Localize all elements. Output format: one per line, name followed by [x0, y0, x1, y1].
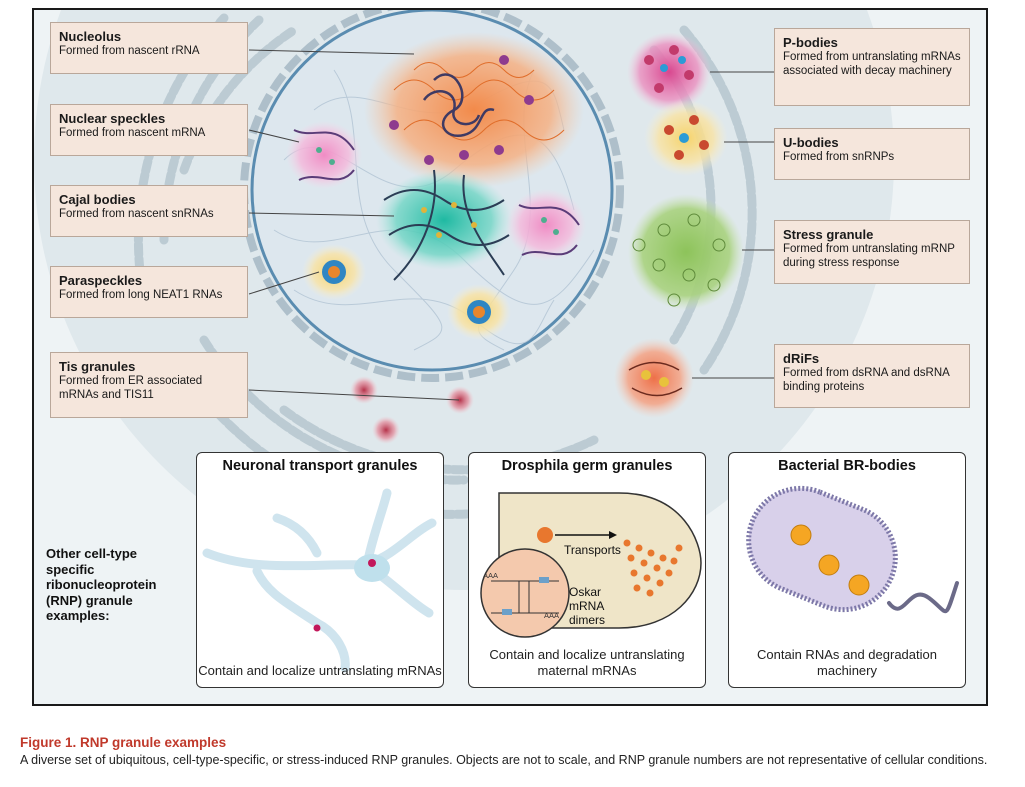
other-granules-label: Other cell-type specific ribonucleoprote… [46, 546, 157, 623]
drif-granule [614, 338, 694, 418]
label-stress-granule: Stress granule Formed from untranslating… [774, 220, 970, 284]
caption-title: Figure 1. RNP granule examples [20, 735, 227, 750]
label-paraspeckles: Paraspeckles Formed from long NEAT1 RNAs [50, 266, 248, 318]
paraspeckle-granule [302, 244, 511, 340]
label-desc: Formed from nascent mRNA [59, 127, 206, 139]
neuron-illustration [202, 488, 437, 673]
panel-title: Bacterial BR-bodies [778, 458, 916, 474]
oocyte-illustration: AAA AAA [480, 492, 702, 638]
label-desc: Formed from untranslating mRNP during st… [783, 243, 955, 269]
label-desc: Formed from nascent snRNAs [59, 208, 214, 220]
label-title: dRiFs [783, 351, 820, 366]
oskar-label: Oskar mRNA dimers [569, 585, 606, 627]
bacterium-illustration [746, 485, 959, 614]
label-tis-granules: Tis granules Formed from ER associated m… [50, 352, 248, 418]
label-drifs: dRiFs Formed from dsRNA and dsRNA bindin… [774, 344, 970, 408]
aaa-label: AAA [483, 571, 498, 580]
label-u-bodies: U-bodies Formed from snRNPs [774, 128, 970, 180]
label-desc: Formed from ER associated mRNAs and TIS1… [59, 375, 203, 401]
label-title: Paraspeckles [59, 273, 143, 288]
panel-desc: Contain RNAs and degradation machinery [757, 647, 937, 678]
label-title: P-bodies [783, 35, 838, 50]
stress-granule [628, 194, 744, 310]
label-nuclear-speckles: Nuclear speckles Formed from nascent mRN… [50, 104, 248, 156]
u-body-granule [644, 100, 728, 176]
aaa-label: AAA [544, 611, 559, 620]
label-desc: Formed from snRNPs [783, 151, 895, 163]
panel-neuronal-transport: Neuronal transport granules Contain and … [196, 452, 444, 688]
label-desc: Formed from dsRNA and dsRNA binding prot… [783, 367, 950, 393]
tis-granule [350, 376, 474, 444]
p-body-granule [627, 32, 711, 112]
panel-title: Neuronal transport granules [222, 458, 418, 474]
label-title: Tis granules [59, 359, 136, 374]
figure-frame: Nucleolus Formed from nascent rRNA Nucle… [32, 8, 988, 706]
cajal-body-granule [376, 169, 512, 281]
panel-desc: Contain and localize untranslating mater… [489, 647, 685, 678]
nuclear-speckle-granule [286, 121, 586, 261]
label-desc: Formed from nascent rRNA [59, 45, 200, 57]
label-title: Stress granule [783, 227, 874, 242]
label-p-bodies: P-bodies Formed from untranslating mRNAs… [774, 28, 970, 106]
label-nucleolus: Nucleolus Formed from nascent rRNA [50, 22, 248, 74]
caption-text: A diverse set of ubiquitous, cell-type-s… [20, 753, 988, 767]
label-title: U-bodies [783, 135, 839, 150]
label-desc: Formed from long NEAT1 RNAs [59, 289, 223, 301]
label-cajal-bodies: Cajal bodies Formed from nascent snRNAs [50, 185, 248, 237]
nucleolus-granule [364, 32, 584, 188]
leader-lines [248, 49, 774, 401]
panel-bacterial-br-bodies: Bacterial BR-bodies Contain RNAs and deg… [728, 452, 966, 688]
label-title: Cajal bodies [59, 192, 136, 207]
label-title: Nucleolus [59, 29, 122, 44]
label-desc: Formed from untranslating mRNAs associat… [783, 51, 961, 77]
label-title: Nuclear speckles [59, 111, 166, 126]
transports-label: Transports [564, 543, 621, 557]
panel-title: Drosphila germ granules [501, 458, 673, 474]
germ-granule-dots [623, 539, 683, 597]
panel-drosophila-germ: AAA AAA Transports Oskar mRNA dimers Dro… [468, 452, 706, 688]
panel-desc: Contain and localize untranslating mRNAs [198, 663, 442, 678]
